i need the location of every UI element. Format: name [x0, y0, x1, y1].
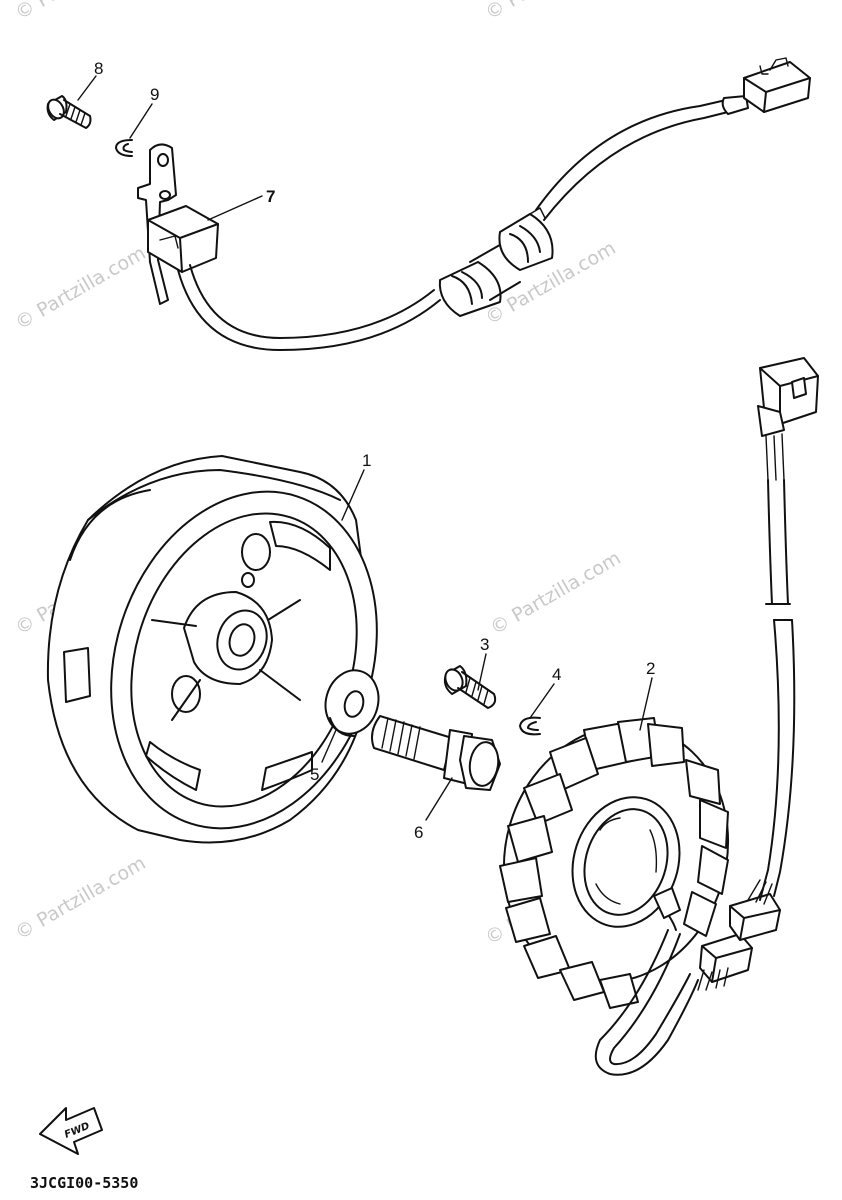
stator-screw[interactable] — [442, 665, 497, 709]
plain-washer[interactable] — [319, 664, 386, 739]
stator-assembly[interactable] — [471, 357, 819, 1076]
stator-washer[interactable] — [519, 716, 541, 736]
pickup-screw[interactable] — [45, 95, 92, 129]
watermark-1: © Partzilla.com — [12, 242, 150, 334]
diagram-code: 3JCGI00-5350 — [30, 1174, 138, 1192]
watermark-5: © Partzilla.com — [12, 852, 150, 944]
callout-1: 1 — [362, 451, 371, 470]
watermark-7: © Partzilla.com — [12, 0, 150, 24]
callout-6: 6 — [414, 823, 423, 842]
watermark-8: © Partzilla.com — [482, 0, 620, 24]
callout-5: 5 — [310, 765, 319, 784]
flywheel-rotor[interactable] — [46, 455, 419, 863]
watermark-4: © Partzilla.com — [487, 547, 625, 639]
callout-8: 8 — [94, 59, 103, 78]
pickup-coil[interactable] — [137, 57, 811, 351]
callout-4: 4 — [552, 665, 561, 684]
flywheel-bolt[interactable] — [371, 715, 501, 791]
callout-7: 7 — [266, 187, 275, 206]
pickup-washer[interactable] — [115, 139, 133, 157]
callout-9: 9 — [150, 85, 159, 104]
callout-3: 3 — [480, 635, 489, 654]
callout-2: 2 — [646, 659, 655, 678]
fwd-arrow: FWD — [39, 1107, 103, 1155]
callouts: 1 2 3 4 5 6 7 8 9 — [77, 59, 655, 842]
